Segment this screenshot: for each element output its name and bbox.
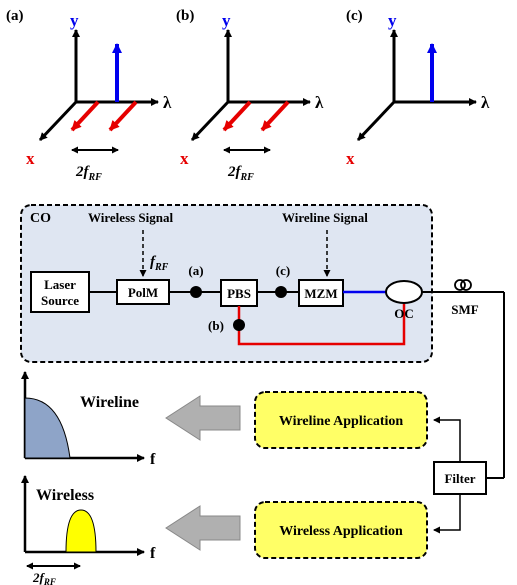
wireless-f-label: f: [150, 545, 156, 562]
laser-source-label-1: Laser: [44, 277, 76, 292]
panel-a-red-arrow-1: [70, 100, 100, 132]
smf-coil-icon: [454, 279, 472, 291]
panel-a-x-label: x: [26, 149, 35, 168]
wireless-spectrum: Wireless f 2fRF: [21, 475, 156, 585]
gray-arrow-wireless: [165, 505, 241, 551]
panel-c: (c) y λ x: [346, 8, 490, 168]
filter-label: Filter: [444, 471, 475, 486]
wireline-spectrum: Wireline f: [21, 371, 156, 468]
co-label: CO: [30, 211, 51, 226]
wireline-spectrum-label: Wireline: [80, 394, 139, 411]
smf-label: SMF: [451, 302, 479, 317]
panel-b-red-arrow-2: [260, 100, 290, 132]
panel-c-label: (c): [346, 8, 363, 24]
point-c-dot: [275, 286, 287, 298]
panel-b: (b) y λ x 2fRF: [176, 8, 324, 183]
mzm-label: MZM: [304, 286, 337, 301]
panel-b-red-arrow-1: [222, 100, 252, 132]
panel-c-x-label: x: [346, 149, 355, 168]
panel-c-y-label: y: [388, 11, 397, 30]
gray-arrow-wireline: [165, 395, 241, 441]
panel-a-y-label: y: [70, 11, 79, 30]
laser-source-label-2: Source: [41, 293, 79, 308]
wireless-application-label: Wireless Application: [279, 524, 403, 539]
oc-coupler: [385, 280, 423, 304]
panel-a-label: (a): [6, 8, 24, 24]
wireline-f-label: f: [150, 451, 156, 468]
laser-source-block: Laser Source: [30, 271, 90, 313]
mzm-block: MZM: [298, 279, 344, 307]
panel-b-x-label: x: [180, 149, 189, 168]
pbs-label: PBS: [227, 286, 251, 301]
wireless-spacing-label: 2fRF: [32, 570, 56, 585]
panel-b-label: (b): [176, 8, 194, 24]
point-a-label: (a): [188, 263, 203, 278]
point-a-dot: [190, 286, 202, 298]
panel-a-red-arrow-2: [108, 100, 138, 132]
panel-b-spacing-label: 2fRF: [227, 164, 254, 183]
polm-label: PolM: [128, 285, 158, 300]
panel-b-lambda-label: λ: [315, 93, 324, 112]
wireline-signal-label: Wireline Signal: [282, 210, 368, 225]
wireline-application-block: Wireline Application: [254, 391, 428, 449]
panel-a-lambda-label: λ: [163, 93, 172, 112]
wireline-application-label: Wireline Application: [279, 414, 404, 429]
point-b-dot: [233, 319, 245, 331]
panel-c-lambda-label: λ: [481, 93, 490, 112]
point-c-label: (c): [276, 263, 290, 278]
filter-block: Filter: [433, 461, 487, 495]
wireless-spectrum-label: Wireless: [36, 487, 94, 504]
wireless-application-block: Wireless Application: [254, 501, 428, 559]
panel-b-y-label: y: [222, 11, 231, 30]
wireless-freq-label: fRF: [150, 254, 169, 273]
co-box: CO Wireless Signal Wireline Signal fRF L…: [20, 204, 433, 363]
polm-block: PolM: [116, 279, 170, 305]
wireless-signal-label: Wireless Signal: [88, 210, 174, 225]
oc-label: OC: [394, 306, 414, 321]
pbs-block: PBS: [220, 279, 258, 307]
panel-a: (a) y λ x 2fRF: [6, 8, 172, 183]
point-b-label: (b): [208, 318, 224, 333]
panel-a-spacing-label: 2fRF: [75, 164, 102, 183]
